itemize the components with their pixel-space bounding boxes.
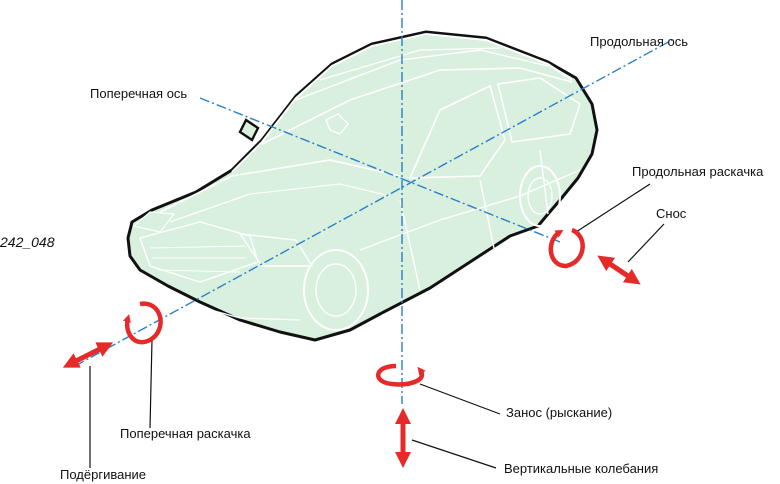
jerk-translation-icon [62,342,114,368]
longitudinal-axis-line [74,39,673,367]
figure-id: 242_048 [0,234,55,250]
car-illustration [126,30,599,342]
jerk-label: Подёргивание [60,467,146,482]
yaw-rotation-icon [376,363,426,387]
yaw-label: Занос (рыскание) [506,405,613,420]
axes [74,0,673,404]
pitch-label: Продольная раскачка [632,164,764,179]
transverse-axis-label: Поперечная ось [90,86,188,101]
leader-lines [89,183,665,469]
roll-label: Поперечная раскачка [120,426,251,441]
roll-rotation-icon [123,301,163,345]
car-body [126,30,599,342]
transverse-axis-line [199,97,561,243]
drift-translation-icon [597,255,641,285]
heave-label: Вертикальные колебания [504,461,659,476]
pitch-rotation-icon [548,227,585,269]
drift-label: Снос [656,206,687,221]
motion-arrows [62,227,641,468]
longitudinal-axis-label: Продольная ось [590,34,688,49]
